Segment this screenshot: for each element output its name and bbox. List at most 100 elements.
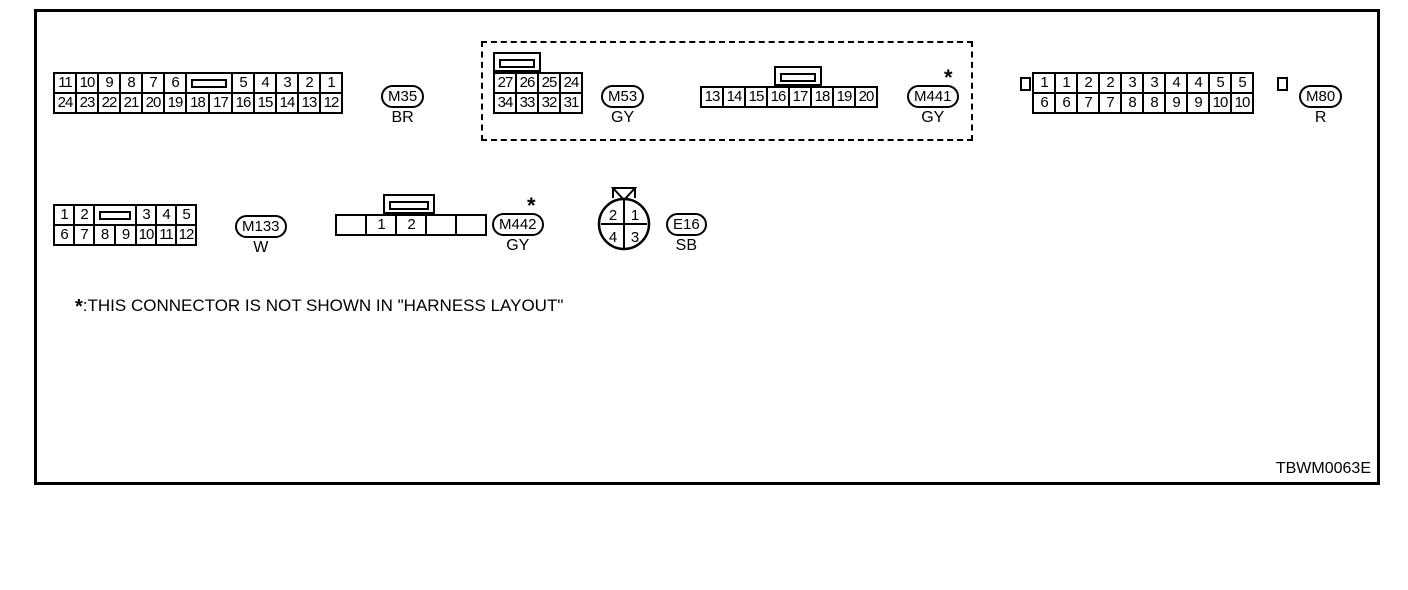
wire-color: GY	[921, 109, 945, 126]
connector-m441-tag: M441 GY	[907, 85, 959, 127]
connector-e16: 2 1 4 3	[597, 187, 651, 251]
connector-lock	[383, 194, 435, 214]
pin-label: 2	[609, 207, 617, 224]
pin-cell: 5	[1230, 72, 1254, 94]
pin-cell-empty	[455, 214, 487, 236]
pin-cell: 5	[175, 204, 197, 226]
pin-cell: 22	[97, 92, 121, 114]
wire-color: GY	[506, 237, 530, 254]
pin-cell: 20	[854, 86, 878, 108]
pin-cell: 7	[73, 224, 95, 246]
pin-cell: 1	[1032, 72, 1056, 94]
pin-cell: 2	[73, 204, 95, 226]
pin-cell: 2	[1076, 72, 1100, 94]
pin-cell: 33	[515, 92, 539, 114]
wire-color: BR	[391, 109, 414, 126]
pin-cell: 9	[97, 72, 121, 94]
pin-cell: 1	[1054, 72, 1078, 94]
pin-label: 3	[631, 229, 639, 246]
note-text: :THIS CONNECTOR IS NOT SHOWN IN "HARNESS…	[82, 296, 564, 315]
pin-cell: 8	[1120, 92, 1144, 114]
connector-id: M442	[492, 213, 544, 236]
connector-lock	[99, 211, 131, 220]
pin-cell: 1	[319, 72, 343, 94]
not-shown-marker: *	[944, 65, 953, 90]
pin-cell: 14	[275, 92, 299, 114]
not-shown-marker: *	[527, 193, 536, 218]
pin-cell: 9	[114, 224, 137, 246]
pin-cell: 7	[141, 72, 165, 94]
pin-cell: 31	[559, 92, 583, 114]
pin-cell: 32	[537, 92, 561, 114]
pin-cell: 23	[75, 92, 99, 114]
pin-cell-empty	[93, 204, 137, 226]
pin-cell: 9	[1164, 92, 1188, 114]
pin-cell: 6	[163, 72, 187, 94]
connector-lock	[774, 66, 822, 86]
pin-cell: 4	[1164, 72, 1188, 94]
connector-id: M441	[907, 85, 959, 108]
pin-cell-empty	[335, 214, 367, 236]
connector-id: M133	[235, 215, 287, 238]
pin-cell: 25	[537, 72, 561, 94]
pin-label: 1	[631, 207, 639, 224]
pin-cell: 6	[1054, 92, 1078, 114]
pin-cell: 15	[744, 86, 768, 108]
wire-color: W	[253, 239, 269, 256]
dashed-group-box	[481, 41, 973, 141]
connector-id: M80	[1299, 85, 1343, 108]
connector-m133-tag: M133 W	[235, 215, 287, 257]
pin-cell: 8	[119, 72, 143, 94]
footnote: *:THIS CONNECTOR IS NOT SHOWN IN "HARNES…	[75, 296, 563, 319]
pin-cell: 1	[365, 214, 397, 236]
pin-cell: 7	[1098, 92, 1122, 114]
pin-cell: 7	[1076, 92, 1100, 114]
pin-cell: 3	[1120, 72, 1144, 94]
pin-cell: 15	[253, 92, 277, 114]
pin-cell: 14	[722, 86, 746, 108]
pin-cell: 2	[395, 214, 427, 236]
pin-cell: 19	[832, 86, 856, 108]
pin-cell: 19	[163, 92, 187, 114]
pin-cell: 10	[75, 72, 99, 94]
pin-cell: 9	[1186, 92, 1210, 114]
pin-cell: 13	[700, 86, 724, 108]
connector-lock	[191, 79, 227, 88]
connector-m53-tag: M53 GY	[601, 85, 645, 127]
pin-cell: 4	[1186, 72, 1210, 94]
pin-cell: 24	[53, 92, 77, 114]
wire-color: SB	[675, 237, 698, 254]
connector-id: M35	[381, 85, 425, 108]
pin-cell: 11	[155, 224, 177, 246]
pin-cell: 10	[1208, 92, 1232, 114]
connector-lock	[493, 52, 541, 72]
diagram-code: TBWM0063E	[1275, 460, 1371, 477]
pin-cell: 8	[93, 224, 116, 246]
pin-cell: 12	[319, 92, 343, 114]
connector-m35-tag: M35 BR	[381, 85, 425, 127]
pin-cell: 18	[185, 92, 210, 114]
pin-cell: 27	[493, 72, 517, 94]
pin-cell: 21	[119, 92, 143, 114]
connector-side-tab	[1277, 77, 1288, 91]
pin-cell: 18	[810, 86, 834, 108]
pin-cell: 11	[53, 72, 77, 94]
pin-cell: 8	[1142, 92, 1166, 114]
pin-cell: 17	[788, 86, 812, 108]
pin-cell: 10	[135, 224, 157, 246]
pin-cell: 10	[1230, 92, 1254, 114]
connector-m80-tag: M80 R	[1299, 85, 1343, 127]
pin-cell: 13	[297, 92, 321, 114]
note-marker: *	[75, 296, 83, 318]
connector-m442-tag: M442 GY	[492, 213, 544, 255]
pin-cell: 16	[231, 92, 255, 114]
pin-cell: 17	[208, 92, 233, 114]
